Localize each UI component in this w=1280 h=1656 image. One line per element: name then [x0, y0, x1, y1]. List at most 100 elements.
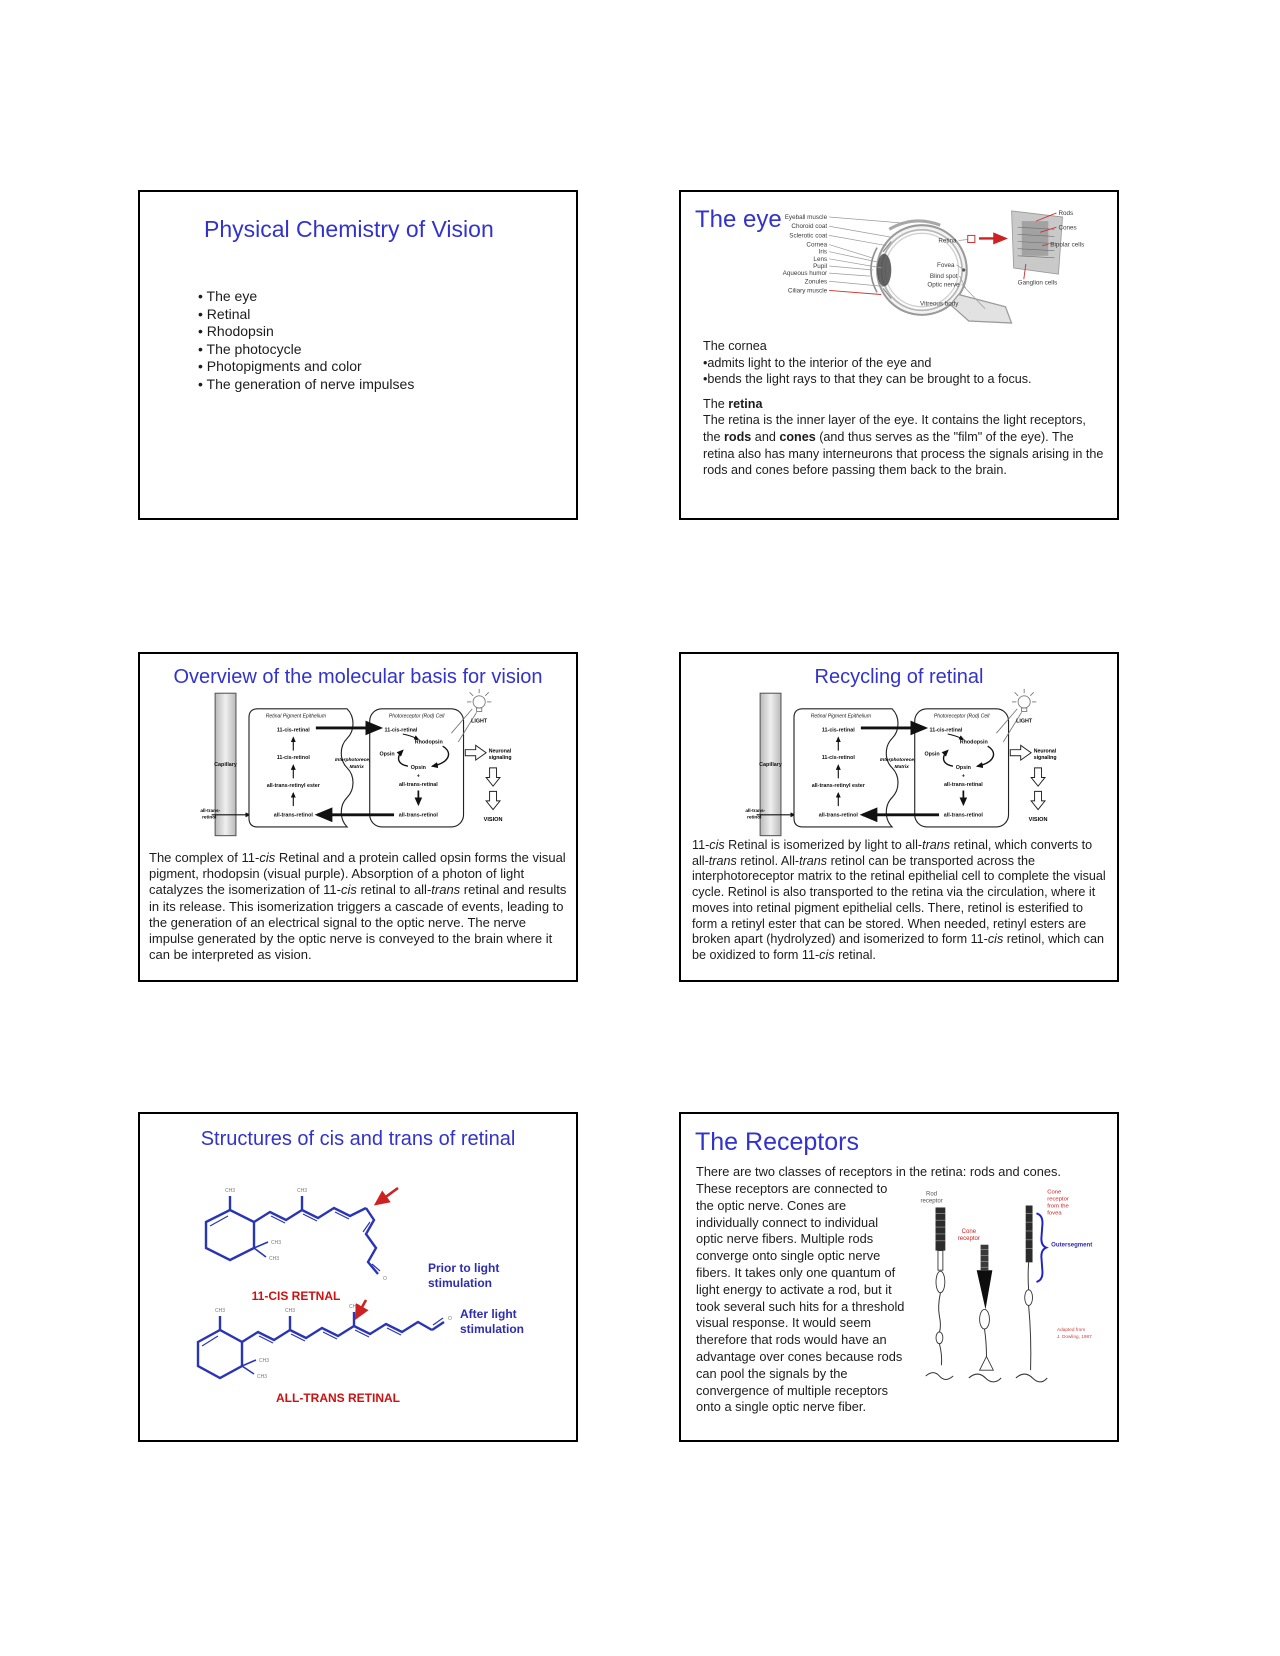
svg-text:fovea: fovea	[1047, 1210, 1062, 1216]
vision-label: VISION	[1029, 817, 1048, 823]
fovea-cone-cell	[1015, 1205, 1048, 1383]
svg-text:receptor: receptor	[1047, 1197, 1069, 1203]
light-bulb-icon	[996, 688, 1037, 743]
zonules-shape	[882, 241, 892, 299]
retina-paragraph: The retina is the inner layer of the eye…	[703, 413, 1104, 478]
svg-text:CH3: CH3	[225, 1188, 235, 1194]
neuronal-signaling-arrow	[464, 744, 487, 762]
light-label: LIGHT	[471, 719, 488, 725]
slide1-bullet-list: The eye Retinal Rhodopsin The photocycle…	[198, 288, 415, 394]
after-light-label: After light stimulation	[460, 1307, 524, 1336]
eye-label: Zonules	[805, 278, 827, 285]
opsin-label: Opsin	[379, 752, 394, 758]
rhodopsin-label: Rhodopsin	[960, 740, 988, 746]
slide4-title: Recycling of retinal	[814, 666, 984, 688]
capillary-label: Capillary	[759, 762, 782, 768]
retinal-cycle-diagram: Capillary all-trans- retinol Retinal Pig…	[745, 688, 1057, 837]
cornea-bullet: •bends the light rays to that they can b…	[703, 372, 1032, 387]
epithelium-title: Retinal Pigment Epithelium	[811, 714, 871, 720]
cis-retinal-label: 11-cis-retinal	[277, 727, 310, 733]
trans-retinal-structure	[196, 1312, 445, 1380]
slide2-title: The eye	[695, 206, 782, 233]
retina-inset-cells	[1021, 221, 1049, 256]
matrix-label: Matrix	[350, 764, 365, 770]
prior-to-light-label: Prior to light stimulation	[428, 1261, 499, 1290]
eye-anatomy-diagram: Eyeball muscle Choroid coat Sclerotic co…	[783, 210, 1085, 324]
eye-label: Optic nerve	[927, 281, 960, 288]
bullet-item: Retinal	[198, 306, 414, 324]
capillary-bar	[759, 692, 782, 837]
cone-receptor-cell	[968, 1244, 1002, 1383]
svg-text:Cone: Cone	[962, 1229, 977, 1235]
rhodopsin-label: Rhodopsin	[415, 740, 443, 746]
credit-label: Adapted from J. Dowling, 1987	[1057, 1327, 1092, 1339]
eye-label: Pupil	[813, 263, 827, 270]
svg-text:Prior to light: Prior to light	[428, 1261, 499, 1275]
epithelium-box	[793, 708, 899, 828]
svg-text:J. Dowling, 1987: J. Dowling, 1987	[1057, 1334, 1092, 1339]
slide-retinal-structures: Structures of cis and trans of retinal C…	[138, 1112, 578, 1442]
trans-retinol-label: all-trans-retinol	[274, 813, 314, 819]
eye-label: Choroid coat	[791, 223, 827, 230]
epithelium-box	[248, 708, 354, 828]
neuronal-label: Neuronal	[489, 748, 512, 754]
svg-text:CH3: CH3	[285, 1308, 295, 1314]
external-retinol-label: retinol	[747, 814, 761, 819]
capillary-label: Capillary	[214, 762, 237, 768]
opsin-cycle-arc	[975, 745, 995, 769]
cis-retinal-label: 11-cis-retinal	[822, 727, 855, 733]
plus-sign: +	[962, 773, 965, 779]
light-bulb-icon	[451, 688, 492, 743]
svg-text:receptor: receptor	[958, 1236, 980, 1242]
neuronal-label: signaling	[489, 755, 512, 761]
svg-text:stimulation: stimulation	[428, 1276, 492, 1290]
external-retinol-label: all-trans-	[745, 808, 765, 813]
neuronal-signaling-arrow	[1009, 744, 1032, 762]
eye-label: Vitreous body	[920, 301, 959, 308]
outersegment-label: Outersegment	[1051, 1243, 1092, 1249]
svg-text:O: O	[383, 1276, 387, 1282]
eye-label: Retina	[938, 238, 957, 245]
slide2-body: The cornea •admits light to the interior…	[703, 338, 1105, 479]
bullet-item: Rhodopsin	[198, 323, 414, 341]
cis-retinal-label: 11-cis-retinal	[930, 727, 963, 733]
plus-sign: +	[417, 773, 420, 779]
slide5-title: Structures of cis and trans of retinal	[200, 1128, 516, 1150]
retina-zoom-box	[967, 234, 976, 243]
slide6-body: These receptors are connected to the opt…	[696, 1181, 905, 1415]
receptors-diagram: Rod receptor Cone receptor	[920, 1190, 1092, 1383]
eye-label: Cornea	[806, 242, 827, 249]
vision-down-arrow	[485, 790, 502, 811]
vision-down-arrow	[1030, 790, 1047, 811]
eye-inner-leader-lines	[956, 239, 986, 310]
bullet-item: The eye	[198, 288, 414, 306]
eye-inset-labels: Rods Cones Bipolar cells Ganglion cells	[1018, 210, 1085, 286]
svg-text:O: O	[448, 1316, 452, 1322]
matrix-label: Interphotoreceptor	[335, 757, 380, 763]
rod-receptor-label: Rod receptor	[920, 1192, 942, 1205]
lens-shape	[877, 253, 892, 287]
svg-text:CH3: CH3	[349, 1304, 359, 1310]
neuronal-label: signaling	[1034, 755, 1057, 761]
svg-text:CH3: CH3	[269, 1256, 279, 1262]
eye-left-leader-lines	[829, 216, 904, 287]
svg-text:Rod: Rod	[926, 1192, 937, 1198]
trans-retinol-label: all-trans-retinol	[819, 813, 859, 819]
fovea-cone-label: Cone receptor from the fovea	[1047, 1190, 1069, 1217]
bullet-item: The generation of nerve impulses	[198, 376, 415, 394]
eye-label: Cones	[1058, 224, 1076, 231]
eye-label: Sclerotic coat	[789, 232, 827, 239]
trans-isomerization-arrow	[354, 1299, 369, 1321]
slide6-title: The Receptors	[695, 1128, 859, 1156]
opsin-cycle-arc	[396, 749, 409, 767]
trans-retinol-label: all-trans-retinol	[399, 813, 439, 819]
vision-down-arrow	[485, 767, 502, 787]
cone-receptor-label: Cone receptor	[958, 1229, 980, 1242]
svg-text:stimulation: stimulation	[460, 1322, 524, 1336]
photoreceptor-box	[369, 708, 465, 828]
slide-molecular-basis-overview: Overview of the molecular basis for visi…	[138, 652, 578, 982]
eye-inset-leader-lines	[1023, 212, 1057, 280]
trans-retinol-label: all-trans-retinol	[944, 813, 984, 819]
svg-text:from the: from the	[1047, 1203, 1069, 1209]
photoreceptor-title: Photoreceptor (Rod) Cell	[389, 714, 445, 720]
